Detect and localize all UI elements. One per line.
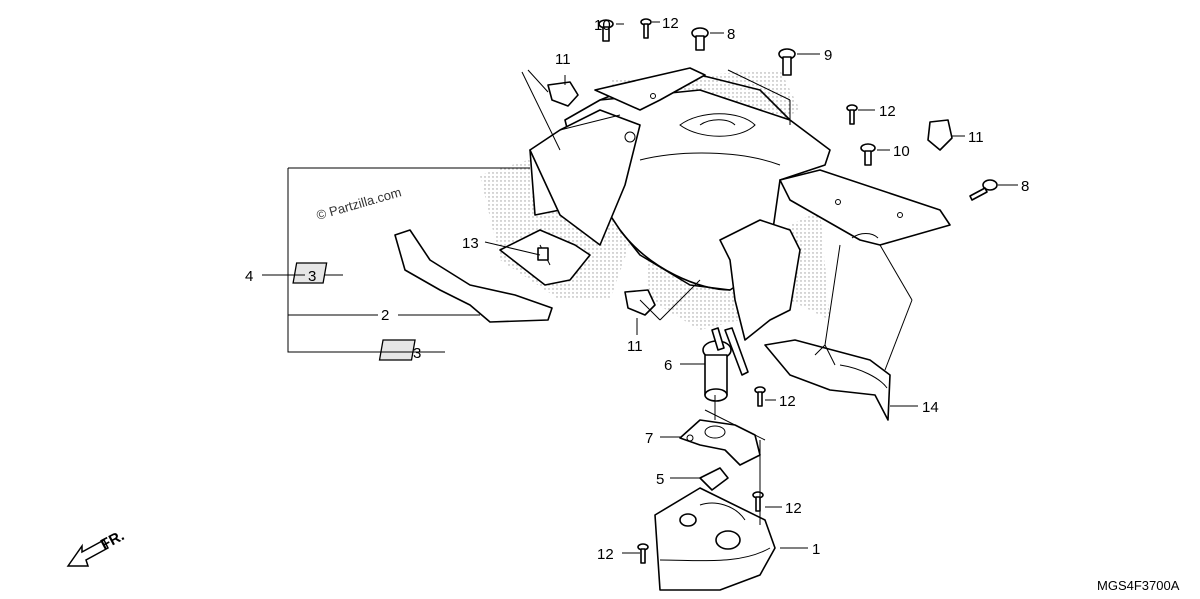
label-part-10-right: 10 xyxy=(893,143,910,160)
part-labels: 1 2 3 3 4 5 6 7 8 8 9 10 10 11 11 11 12 … xyxy=(245,15,1029,563)
fastener-11-center xyxy=(624,289,656,316)
pad-3-upper xyxy=(292,262,328,284)
label-part-11-top: 11 xyxy=(555,51,571,68)
label-part-3-upper: 3 xyxy=(308,268,316,285)
fastener-12-right xyxy=(846,104,858,125)
label-part-8-top: 8 xyxy=(727,26,735,43)
label-part-4: 4 xyxy=(245,268,253,285)
right-side-panel xyxy=(719,169,951,341)
label-part-1: 1 xyxy=(812,541,820,558)
label-part-14: 14 xyxy=(922,399,939,416)
fastener-12-top xyxy=(640,18,652,39)
label-part-11-right: 11 xyxy=(968,129,984,146)
label-part-9: 9 xyxy=(824,47,832,64)
fastener-11-right xyxy=(927,119,953,151)
clip-5 xyxy=(699,467,729,491)
strip-2 xyxy=(394,229,553,323)
bracket-13 xyxy=(499,229,591,286)
fastener-9 xyxy=(778,48,796,76)
fastener-8-right xyxy=(969,179,998,201)
fastener-12-bottom-left xyxy=(637,543,649,564)
fastener-10-top xyxy=(598,19,614,42)
lower-cover-1 xyxy=(654,487,776,591)
bracket-7 xyxy=(679,419,761,466)
fastener-11-top xyxy=(547,81,579,107)
catalog-code: MGS4F3700A xyxy=(1097,578,1180,593)
tray-14 xyxy=(764,339,891,421)
label-part-12-top: 12 xyxy=(662,15,679,32)
pad-3-lower xyxy=(378,339,416,361)
label-part-12-bottom-left: 12 xyxy=(597,546,614,563)
fastener-12-lower xyxy=(752,491,764,512)
fastener-10-right xyxy=(860,143,876,166)
key-cylinder-6 xyxy=(702,327,749,402)
fastener-8-top xyxy=(691,27,709,51)
fastener-12-mid xyxy=(754,386,766,407)
label-part-2: 2 xyxy=(381,307,389,324)
label-part-3-lower: 3 xyxy=(413,345,421,362)
leader-lines xyxy=(262,21,1018,554)
label-part-5: 5 xyxy=(656,471,664,488)
watermark-text: © Partzilla.com xyxy=(315,184,403,223)
front-direction-indicator: FR. xyxy=(66,527,127,567)
front-arrow-icon xyxy=(66,538,109,567)
label-part-12-lower: 12 xyxy=(785,500,802,517)
label-part-8-right: 8 xyxy=(1021,178,1029,195)
label-part-11-center: 11 xyxy=(627,338,643,355)
label-part-12-mid: 12 xyxy=(779,393,796,410)
label-part-6: 6 xyxy=(664,357,672,374)
label-part-7: 7 xyxy=(645,430,653,447)
label-part-10-top: 10 xyxy=(594,17,611,34)
label-part-12-right: 12 xyxy=(879,103,896,120)
label-part-13: 13 xyxy=(462,235,479,252)
